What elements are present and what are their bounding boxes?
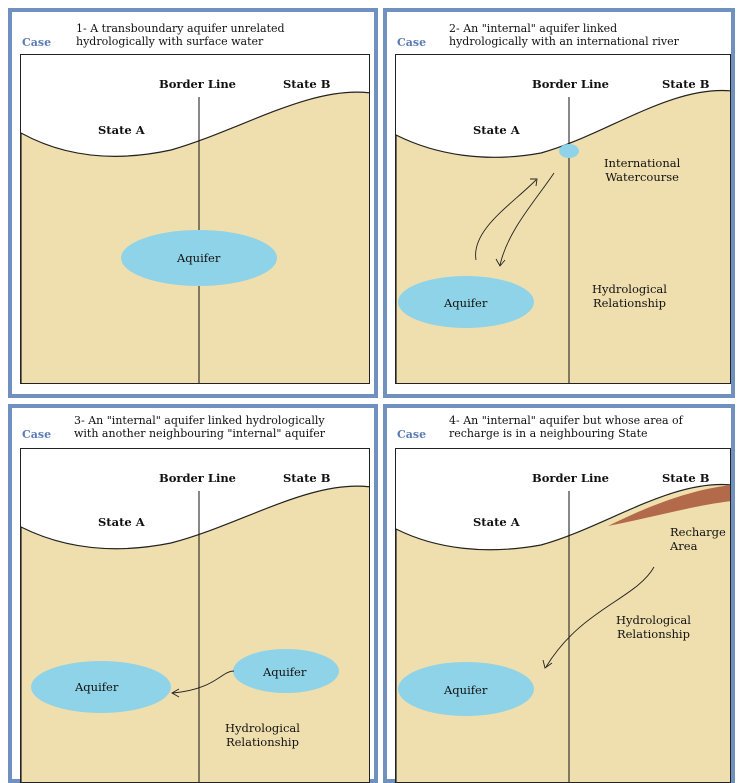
border-line-label: Border Line xyxy=(159,77,237,91)
case-label: Case xyxy=(397,36,427,49)
diagram-area: Border Line State B State A Internationa… xyxy=(395,54,731,384)
case-title: 4- An "internal" aquifer but whose area … xyxy=(449,414,683,440)
border-line-label: Border Line xyxy=(532,471,610,485)
recharge-area-label-line-1: Recharge xyxy=(670,525,726,539)
recharge-area-label: Recharge Area xyxy=(670,525,726,553)
case-title: 2- An "internal" aquifer linked hydrolog… xyxy=(449,22,679,48)
case-title-line-2: recharge is in a neighbouring State xyxy=(449,427,648,440)
recharge-area-shape xyxy=(608,485,730,526)
case-1-panel: Case 1- A transboundary aquifer unrelate… xyxy=(8,8,378,398)
recharge-area-label-line-2: Area xyxy=(670,539,698,553)
case-title-line-1: 2- An "internal" aquifer linked xyxy=(449,22,618,35)
case-3-panel: Case 3- An "internal" aquifer linked hyd… xyxy=(8,404,378,783)
relationship-label-line-1: Hydrological xyxy=(592,282,667,296)
aquifer-label: Aquifer xyxy=(444,296,488,310)
flow-arrow-up xyxy=(475,179,537,261)
diagram-canvas xyxy=(21,485,369,782)
border-line-label: Border Line xyxy=(532,77,610,91)
flow-arrow-head xyxy=(542,659,553,669)
aquifer-label: Aquifer xyxy=(444,683,488,697)
relationship-label-line-2: Relationship xyxy=(225,735,299,749)
case-title-line-2: hydrologically with surface water xyxy=(76,35,264,48)
relationship-label-line-1: Hydrological xyxy=(225,721,300,735)
case-label: Case xyxy=(22,428,52,441)
case-title-line-1: 1- A transboundary aquifer unrelated xyxy=(76,22,285,35)
diagram-area: Border Line State B State A Aquifer Aqui… xyxy=(20,448,370,783)
watercourse-shape xyxy=(559,144,579,158)
aquifer-a-label: Aquifer xyxy=(75,680,119,694)
state-a-label: State A xyxy=(98,515,145,529)
case-title: 1- A transboundary aquifer unrelated hyd… xyxy=(76,22,285,48)
case-title-line-2: hydrologically with an international riv… xyxy=(449,35,679,48)
diagram-canvas xyxy=(21,91,369,383)
state-b-label: State B xyxy=(283,471,331,485)
case-label: Case xyxy=(22,36,52,49)
case-title-line-2: with another neighbouring "internal" aqu… xyxy=(74,427,325,440)
relationship-label-line-2: Relationship xyxy=(616,627,690,641)
watercourse-label: International Watercourse xyxy=(604,156,680,184)
flow-arrow-head xyxy=(171,688,180,698)
state-b-label: State B xyxy=(283,77,331,91)
diagram-area: Border Line State B State A Aquifer xyxy=(20,54,370,384)
state-a-label: State A xyxy=(98,123,145,137)
case-title-line-1: 3- An "internal" aquifer linked hydrolog… xyxy=(74,414,325,427)
diagram-area: Border Line State B State A Recharge Are… xyxy=(395,448,731,783)
aquifer-shape xyxy=(398,662,534,716)
aquifer-shape xyxy=(398,276,534,328)
case-title-line-1: 4- An "internal" aquifer but whose area … xyxy=(449,414,683,427)
relationship-label: Hydrological Relationship xyxy=(225,721,300,749)
relationship-label: Hydrological Relationship xyxy=(592,282,667,310)
land-area xyxy=(396,89,730,383)
flow-arrow-down xyxy=(499,172,555,266)
border-line-label: Border Line xyxy=(159,471,237,485)
state-b-label: State B xyxy=(662,471,710,485)
flow-arrow-up-head xyxy=(530,178,538,187)
relationship-label-line-2: Relationship xyxy=(592,296,666,310)
case-2-panel: Case 2- An "internal" aquifer linked hyd… xyxy=(383,8,735,398)
state-b-label: State B xyxy=(662,77,710,91)
flow-arrow xyxy=(172,670,235,694)
relationship-label: Hydrological Relationship xyxy=(616,613,691,641)
aquifer-label: Aquifer xyxy=(177,251,221,265)
flow-arrow xyxy=(545,566,655,668)
case-4-panel: Case 4- An "internal" aquifer but whose … xyxy=(383,404,735,783)
state-a-label: State A xyxy=(473,515,520,529)
case-title: 3- An "internal" aquifer linked hydrolog… xyxy=(74,414,325,440)
diagram-canvas xyxy=(396,89,730,383)
watercourse-label-line-1: International xyxy=(604,156,681,170)
diagram-canvas xyxy=(396,483,730,782)
state-a-label: State A xyxy=(473,123,520,137)
aquifer-a-shape xyxy=(31,661,171,713)
aquifer-b-label: Aquifer xyxy=(263,665,307,679)
case-label: Case xyxy=(397,428,427,441)
land-area xyxy=(21,485,369,782)
relationship-label-line-1: Hydrological xyxy=(616,613,691,627)
aquifer-b-shape xyxy=(233,649,339,693)
aquifer-shape xyxy=(121,230,277,286)
flow-arrow-down-head xyxy=(495,258,506,267)
watercourse-label-line-2: Watercourse xyxy=(605,170,679,184)
